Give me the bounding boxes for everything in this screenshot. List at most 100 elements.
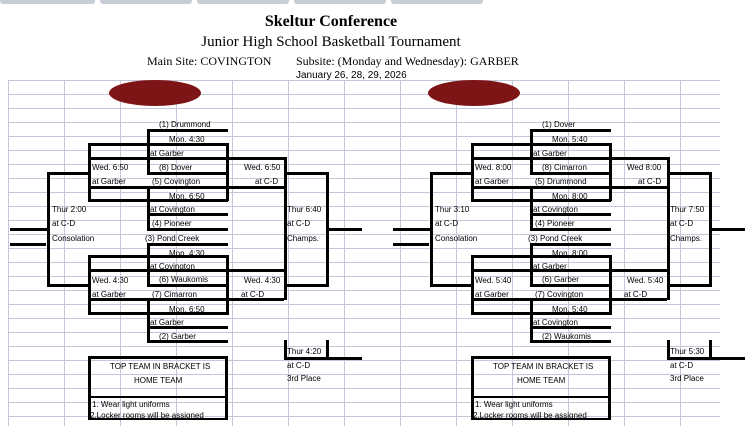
wed-site: at Garber [475, 177, 509, 186]
bracket-line [47, 172, 91, 175]
bracket-line [471, 157, 530, 160]
team-line [147, 298, 228, 301]
bracket-line [226, 157, 284, 160]
team-line [147, 186, 228, 189]
team-line [530, 213, 611, 216]
thur-time: Thur 7:50 [670, 205, 705, 214]
team-line [147, 157, 228, 160]
bracket-line [88, 396, 228, 398]
bracket-line [530, 129, 533, 172]
game-time: Mon. 5:40 [552, 305, 588, 314]
team-seed-8: (8) Dover [159, 163, 193, 172]
game-site: at Garber [533, 262, 567, 271]
team-line [147, 326, 228, 329]
bracket-line [147, 243, 150, 284]
notes-home-team: HOME TEAM [134, 376, 183, 385]
bracket-line [471, 255, 533, 258]
wed-time: Wed. 4:30 [92, 276, 129, 285]
thur-site: at C-D [52, 219, 76, 228]
team-seed-4: (4) Pioneer [152, 219, 192, 228]
wed-site: at C-D [241, 290, 265, 299]
team-line [530, 326, 611, 329]
sheet-tab[interactable] [100, 0, 192, 4]
team-line [147, 143, 228, 146]
bracket-line [88, 418, 228, 420]
note-2: 2.Locker rooms will be assigned [473, 411, 587, 420]
note-1: 1. Wear light uniforms [92, 400, 170, 409]
bracket-line [471, 312, 533, 315]
team-seed-8: (8) Cimarron [542, 163, 587, 172]
team-line [147, 269, 228, 272]
bracket-line [10, 243, 46, 246]
game-site: at Garber [533, 149, 567, 158]
game-site: at Covington [150, 262, 195, 271]
team-seed-2: (2) Waukomis [542, 332, 592, 341]
wed-site: at C-D [255, 177, 279, 186]
game-site: at Covington [533, 205, 578, 214]
page-title: Skeltur Conference [264, 13, 398, 30]
team-line [530, 255, 611, 258]
team-seed-4: (4) Pioneer [535, 219, 575, 228]
note-2: 2.Locker rooms will be assigned [90, 411, 204, 420]
team-seed-3: (3) Pond Creek [528, 234, 583, 243]
bracket-line [471, 418, 611, 420]
third-place-label: 3rd Place [287, 374, 321, 383]
bracket-line [609, 255, 612, 315]
team-line [530, 172, 611, 175]
logo-left [109, 80, 201, 106]
game-time: Mon. 6:50 [169, 192, 205, 201]
bracket-line [609, 298, 667, 301]
team-line [530, 298, 611, 301]
sheet-tab[interactable] [197, 0, 289, 4]
bracket-line [284, 340, 287, 358]
team-seed-1: (1) Dover [542, 120, 576, 129]
team-seed-2: (2) Garber [159, 332, 196, 341]
logo-right [428, 80, 520, 106]
bracket-line [471, 143, 533, 146]
team-line [147, 228, 228, 231]
wed-site: at Garber [92, 177, 126, 186]
wed-time: Wed. 8:00 [475, 163, 512, 172]
bracket-line [226, 298, 284, 301]
wed-site: at C-D [638, 177, 662, 186]
wed-time: Wed. 5:40 [627, 276, 664, 285]
game-time: Mon. 4:30 [169, 135, 205, 144]
bracket-line [88, 356, 91, 420]
team-line [530, 143, 611, 146]
bracket-line [471, 199, 533, 202]
team-line [530, 186, 611, 189]
sheet-tab[interactable] [294, 0, 386, 4]
game-site: at Covington [533, 318, 578, 327]
bracket-line [393, 243, 429, 246]
team-seed-6: (6) Waukomis [159, 275, 209, 284]
team-seed-3: (3) Pond Creek [145, 234, 200, 243]
bracket-line [284, 357, 362, 360]
bracket-line [530, 298, 533, 340]
sheet-tab[interactable] [391, 0, 483, 4]
bracket-line [667, 340, 670, 358]
wed-time: Wed. 6:50 [244, 163, 281, 172]
team-line [147, 255, 228, 258]
wed-time: Wed. 5:40 [475, 276, 512, 285]
team-line [530, 157, 611, 160]
team-line [530, 312, 611, 315]
team-line [147, 312, 228, 315]
thur-site: at C-D [287, 219, 311, 228]
thur-time: Thur 5:30 [670, 347, 705, 356]
bracket-line [88, 199, 150, 202]
bracket-line [709, 340, 712, 360]
team-line [147, 340, 228, 343]
main-site: Main Site: COVINGTON [147, 54, 272, 68]
thur-time: Thur 4:20 [287, 347, 322, 356]
bracket-line [88, 356, 228, 359]
bracket-line [667, 284, 711, 287]
bracket-line [88, 298, 147, 301]
bracket-line [667, 357, 745, 360]
bracket-line [47, 284, 91, 287]
sheet-tab[interactable] [0, 0, 95, 4]
team-line [530, 199, 611, 202]
bracket-line [471, 298, 530, 301]
bracket-line [609, 143, 612, 201]
team-seed-7: (7) Covington [535, 290, 584, 299]
game-site: at Garber [150, 149, 184, 158]
